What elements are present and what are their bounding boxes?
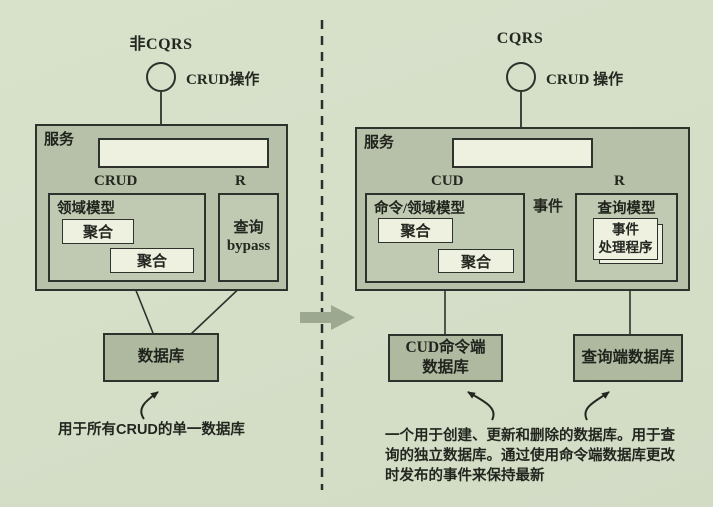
left-actor-label: CRUD操作 — [186, 72, 260, 88]
left-database-label: 数据库 — [137, 348, 185, 366]
query-bypass-label-line2: bypass — [226, 237, 271, 254]
left-aggregate-box-2: 聚合 — [110, 248, 194, 273]
query-database-box: 查询端数据库 — [573, 334, 683, 382]
right-caption: 一个用于创建、更新和删除的数据库。用于查 询的独立数据库。通过使用命令端数据库更… — [385, 426, 675, 486]
right-aggregate-box-1: 聚合 — [378, 218, 453, 243]
event-handler-label-line2: 处理程序 — [598, 240, 653, 255]
left-service-interface-box — [98, 138, 269, 168]
left-domain-model-label: 领域模型 — [57, 201, 115, 217]
query-model-label: 查询模型 — [597, 201, 656, 217]
left-diagram-title: 非CQRS — [129, 36, 193, 53]
right-caption-line1: 一个用于创建、更新和删除的数据库。用于查 — [385, 428, 675, 444]
right-service-interface-box — [452, 138, 593, 168]
left-aggregate-box-1: 聚合 — [62, 219, 134, 244]
left-service-label: 服务 — [44, 132, 75, 148]
command-domain-model-label: 命令/领域模型 — [374, 201, 466, 217]
right-caption-line2: 询的独立数据库。通过使用命令端数据库更改 — [385, 448, 675, 464]
right-actor-circle-icon — [506, 62, 536, 92]
left-query-bypass-box: 查询 bypass — [218, 193, 279, 282]
left-edge-crud-label: CRUD — [94, 173, 138, 189]
right-edge-r-label: R — [614, 173, 625, 189]
right-edge-cud-label: CUD — [431, 173, 464, 189]
left-database-box: 数据库 — [103, 333, 219, 382]
query-database-label: 查询端数据库 — [581, 348, 675, 366]
right-caption-line3: 时发布的事件来保持最新 — [385, 468, 545, 484]
cud-database-label-line2: 数据库 — [422, 359, 469, 376]
cud-database-label-line1: CUD命令端 — [405, 338, 486, 356]
event-handler-box: 事件 处理程序 — [593, 218, 658, 260]
event-label: 事件 — [533, 199, 564, 215]
left-edge-r-label: R — [235, 173, 246, 189]
right-actor-label: CRUD 操作 — [546, 72, 624, 88]
left-caption: 用于所有CRUD的单一数据库 — [58, 422, 245, 438]
query-db-caption-arrow — [584, 391, 610, 421]
query-bypass-label-line1: 查询 — [233, 220, 264, 237]
event-handler-label-line1: 事件 — [612, 222, 639, 238]
cud-database-box: CUD命令端 数据库 — [388, 334, 503, 382]
right-aggregate-box-2: 聚合 — [438, 249, 514, 273]
right-service-label: 服务 — [364, 135, 395, 151]
cud-db-caption-arrow — [467, 391, 495, 421]
left-caption-arrow — [140, 391, 159, 420]
right-diagram-title: CQRS — [496, 30, 544, 47]
transition-arrow — [300, 305, 355, 330]
left-actor-circle-icon — [146, 62, 176, 92]
